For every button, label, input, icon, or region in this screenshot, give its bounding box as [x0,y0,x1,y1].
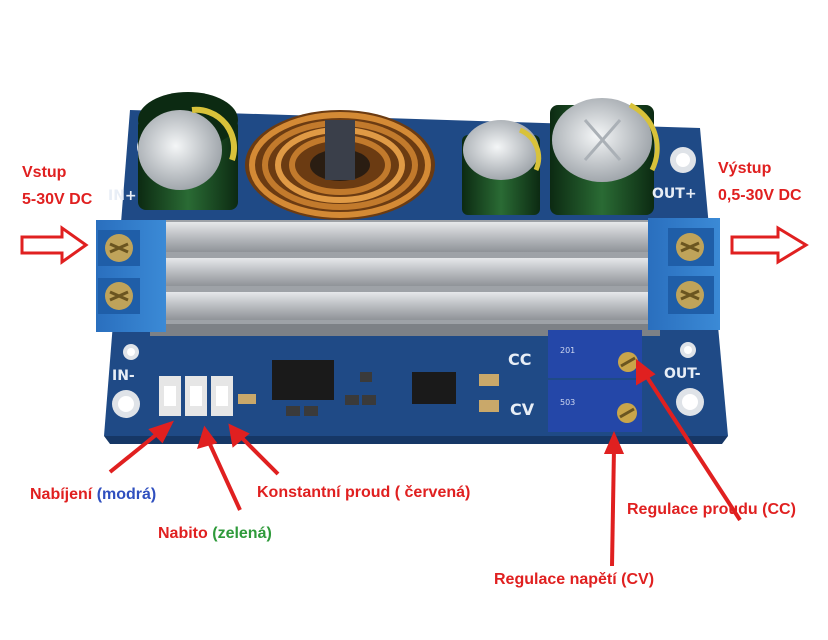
charging-text: Nabíjení [30,486,93,503]
constant-current-label: Konstantní proud ( červená) [257,484,471,501]
heatsink [150,220,660,336]
output-capacitor [550,98,660,215]
output-arrow-icon [730,225,809,265]
in-minus-label: IN- [112,368,135,384]
out-minus-label: OUT- [664,366,701,382]
pot-top-code: 201 [560,346,576,355]
input-capacitor [138,92,238,210]
status-leds [159,376,233,416]
charged-text: Nabito [158,525,208,542]
cc-label: CC [508,350,532,369]
potentiometers [548,330,642,432]
charged-color-name: (zelená) [212,525,272,542]
input-title: Vstup [22,164,67,181]
input-terminal-block [96,220,166,332]
small-capacitor [462,120,542,215]
cv-label: CV [510,400,535,419]
voltage-regulation-label: Regulace napětí (CV) [494,571,655,588]
toroid-inductor [245,110,435,220]
input-range: 5-30V DC [22,191,93,208]
smd-components [238,360,499,416]
in-plus-label: IN+ [108,188,137,204]
pot-bottom-code: 503 [560,398,576,407]
charged-label: Nabito (zelená) [158,525,272,543]
charging-color-name: (modrá) [96,486,157,503]
input-arrow-icon [20,225,89,265]
output-terminal-block [648,218,720,330]
out-plus-label: OUT+ [652,186,697,202]
output-title: Výstup [718,160,772,177]
charging-label: Nabíjení (modrá) [30,486,156,504]
pointer-arrows [108,358,742,567]
output-range: 0,5-30V DC [718,187,802,204]
current-regulation-label: Regulace proudu (CC) [627,501,796,518]
